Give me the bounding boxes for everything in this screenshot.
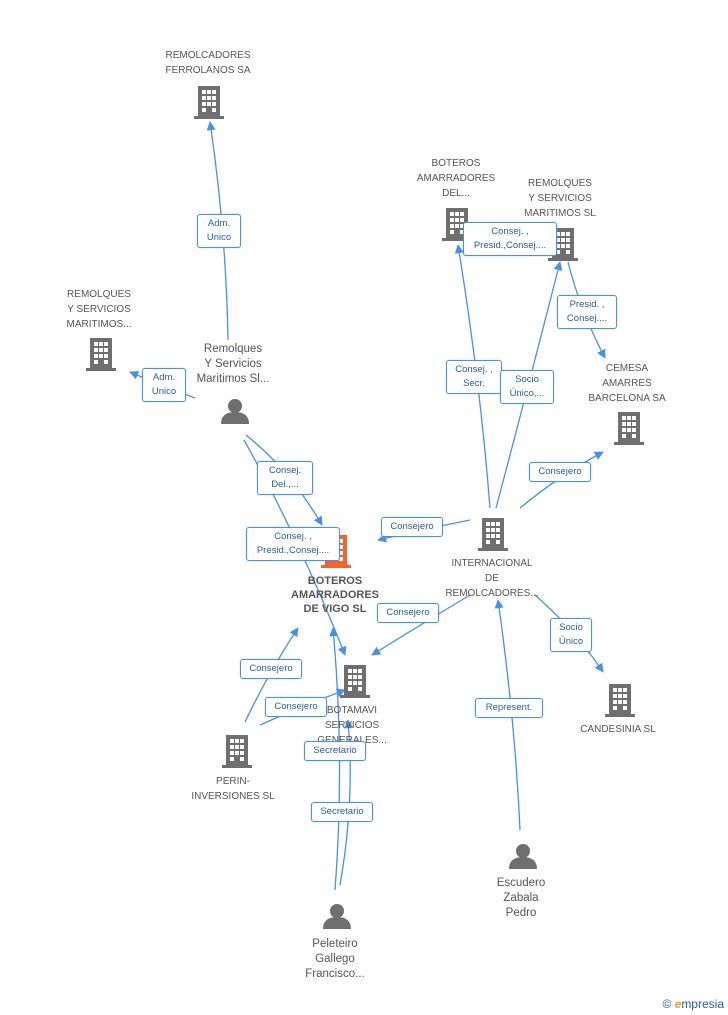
edge-label-consejero-cemesa[interactable]: Consejero — [529, 462, 591, 482]
building-icon — [194, 86, 224, 119]
brand-footer: © empresia — [662, 997, 724, 1011]
edge-label-represent[interactable]: Represent. — [475, 698, 543, 718]
edge-intl-botamavi — [371, 594, 471, 656]
node-remolcadores-ferrolanos[interactable]: REMOLCADORES FERROLANOS SA — [165, 50, 251, 76]
edge-label-consejero-intl-main[interactable]: Consejero — [381, 517, 443, 537]
node-boteros-main[interactable]: BOTEROS AMARRADORES DE VIGO SL — [291, 575, 379, 615]
building-icon — [86, 338, 116, 371]
node-candesinia[interactable]: CANDESINIA SL — [580, 724, 656, 735]
building-icon — [340, 665, 370, 698]
edge-label-consejero-perin2[interactable]: Consejero — [265, 697, 327, 717]
edge-label-adm-unico-left[interactable]: Adm. Unico — [142, 368, 186, 402]
copyright-icon: © — [662, 997, 672, 1011]
person-icon — [509, 844, 537, 869]
edge-label-consej-del[interactable]: Consej. Del.,... — [257, 461, 313, 495]
edge-label-consejero-perin1[interactable]: Consejero — [240, 659, 302, 679]
edge-label-presid-consej[interactable]: Presid. , Consej.... — [557, 295, 617, 329]
brand-name: mpresia — [681, 997, 724, 1011]
node-peleteiro[interactable]: Peleteiro Gallego Francisco... — [305, 938, 365, 980]
building-icon — [222, 735, 252, 768]
edge-label-consej-secr[interactable]: Consej. , Secr. — [446, 360, 502, 394]
brand-e: e — [674, 997, 682, 1011]
node-internacional[interactable]: INTERNACIONAL DE REMOLCADORES... — [445, 558, 539, 599]
edge-label-consej-presid-top[interactable]: Consej. , Presid.,Consej.... — [463, 222, 557, 256]
person-icon — [221, 399, 249, 424]
node-perin[interactable]: PERIN- INVERSIONES SL — [191, 776, 275, 802]
person-icon — [323, 904, 351, 929]
node-cemesa[interactable]: CEMESA AMARRES BARCELONA SA — [588, 363, 666, 404]
node-remolques-person[interactable]: Remolques Y Servicios Maritimos Sl... — [196, 343, 270, 385]
edge-label-socio-unico-top[interactable]: Socio Único,... — [500, 370, 554, 404]
building-icon — [614, 412, 644, 445]
node-boteros-top[interactable]: BOTEROS AMARRADORES DEL... — [416, 158, 496, 199]
edge-label-consej-presid-main[interactable]: Consej. , Presid.,Consej.... — [246, 527, 340, 561]
edge-label-secretario2[interactable]: Secretario — [311, 802, 373, 822]
node-botamavi[interactable]: BOTAMAVI SERVICIOS GENERALES... — [317, 705, 386, 746]
building-icon — [605, 684, 635, 717]
node-escudero[interactable]: Escudero Zabala Pedro — [496, 877, 546, 919]
node-remolques-left[interactable]: REMOLQUES Y SERVICIOS MARITIMOS... — [66, 289, 132, 330]
edge-label-socio-unico-cand[interactable]: Socio Único — [550, 618, 592, 652]
edge-label-adm-unico-top[interactable]: Adm. Unico — [197, 214, 241, 248]
edge-peleteiro-botamavi — [339, 719, 354, 886]
edge-label-consejero-botamavi[interactable]: Consejero — [377, 603, 439, 623]
building-icon — [478, 518, 508, 551]
edge-label-secretario1[interactable]: Secretario — [304, 741, 366, 761]
node-remolques-right[interactable]: REMOLQUES Y SERVICIOS MARITIMOS SL — [524, 178, 596, 219]
